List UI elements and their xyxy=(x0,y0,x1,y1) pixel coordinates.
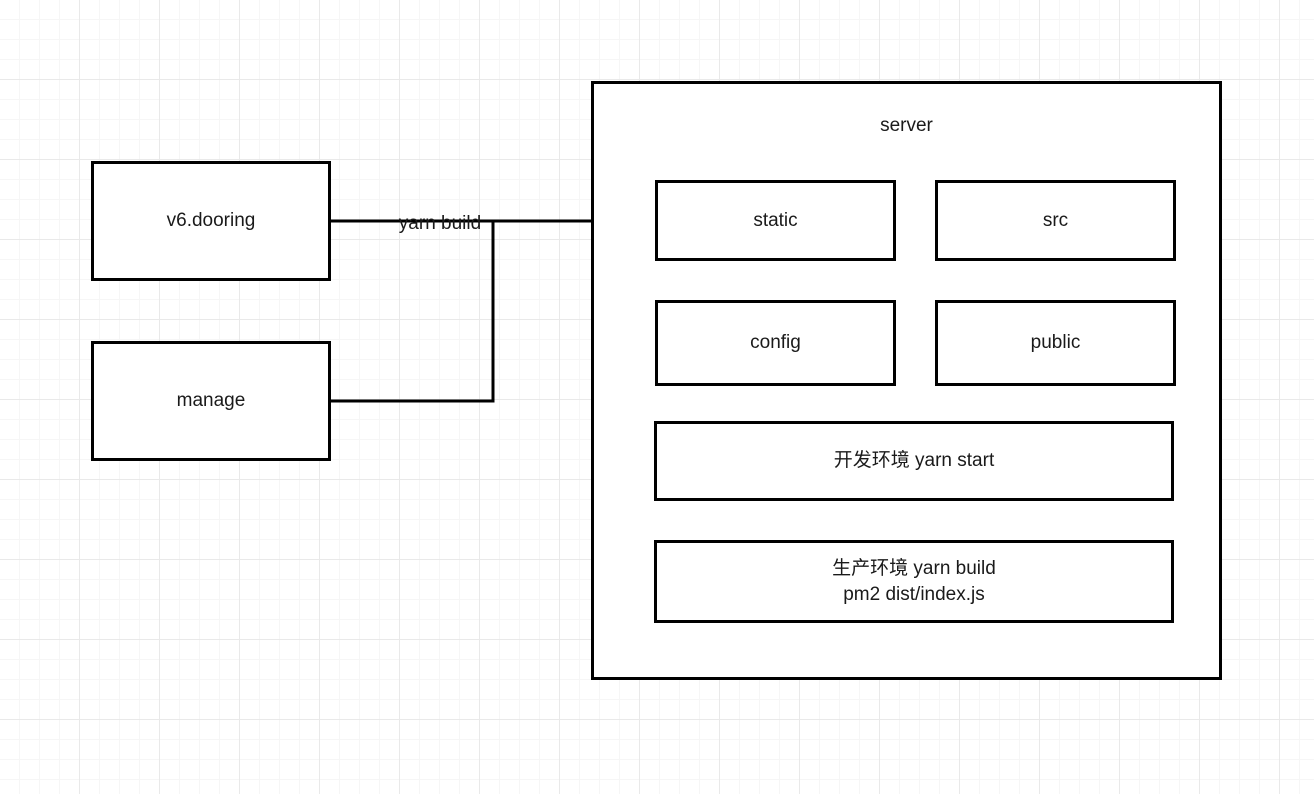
edge-label-yarn-build: yarn build xyxy=(398,213,482,234)
node-manage[interactable]: manage xyxy=(91,341,331,461)
node-dev-environment[interactable]: 开发环境 yarn start xyxy=(654,421,1174,501)
node-prod-environment-label: 生产环境 yarn build pm2 dist/index.js xyxy=(832,558,996,605)
edge-manage-to-trunk xyxy=(331,221,495,403)
node-public-label: public xyxy=(1030,332,1081,354)
node-static-label: static xyxy=(753,209,798,231)
node-config[interactable]: config xyxy=(655,300,896,386)
node-src[interactable]: src xyxy=(935,180,1176,261)
node-dev-environment-label: 开发环境 yarn start xyxy=(833,450,995,472)
node-src-label: src xyxy=(1042,209,1069,231)
node-public[interactable]: public xyxy=(935,300,1176,386)
node-config-label: config xyxy=(750,332,801,354)
node-static[interactable]: static xyxy=(655,180,896,261)
node-manage-label: manage xyxy=(176,390,246,412)
container-server-title: server xyxy=(880,115,933,136)
node-prod-environment[interactable]: 生产环境 yarn build pm2 dist/index.js xyxy=(654,540,1174,623)
node-v6-dooring[interactable]: v6.dooring xyxy=(91,161,331,281)
node-v6-dooring-label: v6.dooring xyxy=(166,210,256,232)
